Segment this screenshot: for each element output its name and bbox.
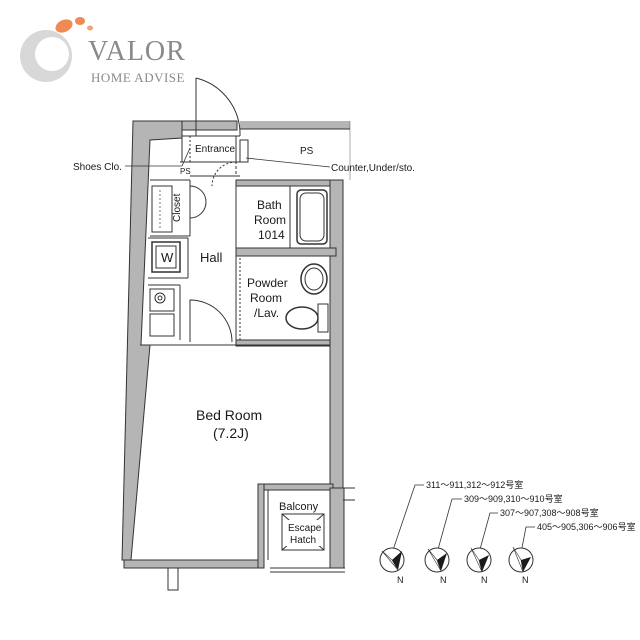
bottom-window	[167, 568, 179, 591]
hall-label: Hall	[200, 250, 223, 265]
logo-subtitle: HOME ADVISE	[91, 70, 185, 85]
bath-label-2: Room	[254, 213, 286, 227]
closet-label: Closet	[172, 193, 183, 222]
closet	[151, 185, 173, 233]
orientation-label-1: 311～911,312～912号室	[426, 479, 523, 490]
bath-label-3: 1014	[258, 228, 285, 242]
counter-label: Counter,Under/sto.	[331, 163, 415, 174]
valor-logo: VALOR HOME ADVISE	[6, 8, 196, 86]
entrance-label: Entrance	[195, 144, 235, 155]
sink	[149, 313, 175, 337]
ps-top-wall	[240, 121, 350, 129]
escape-label-1: Escape	[288, 523, 322, 534]
svg-text:N: N	[440, 575, 447, 585]
escape-label-2: Hatch	[290, 535, 316, 546]
exterior-walls	[121, 120, 345, 569]
svg-text:N: N	[481, 575, 488, 585]
logo-brand-text: VALOR	[88, 36, 186, 67]
toilet	[285, 306, 319, 330]
compass-1-icon: N	[379, 547, 405, 585]
bath-label-1: Bath	[257, 198, 282, 212]
powder-label-2: Room	[250, 291, 282, 305]
compass-3-icon: N	[466, 547, 492, 585]
svg-text:N: N	[397, 575, 404, 585]
compass-2-icon: N	[424, 547, 450, 585]
svg-text:N: N	[522, 575, 529, 585]
washer-space	[151, 241, 181, 273]
stove	[149, 288, 175, 312]
washer-label: W	[161, 250, 174, 265]
ps-small-label: PS	[180, 167, 191, 176]
shoes-closet-label: Shoes Clo.	[73, 162, 122, 173]
orientation-label-2: 309～909,310～910号室	[464, 493, 563, 504]
ps-top-label: PS	[300, 146, 314, 157]
bedroom-size-label: (7.2J)	[213, 425, 249, 441]
counter-cabinet	[239, 139, 249, 163]
powder-label-1: Powder	[247, 276, 288, 290]
toilet-tank	[317, 303, 329, 333]
bedroom-door	[189, 299, 233, 343]
bedroom-label: Bed Room	[196, 407, 262, 423]
logo-mark-icon	[20, 17, 93, 82]
leader-lines	[125, 147, 331, 168]
orientation-label-4: 405～905,306～906号室	[537, 521, 636, 532]
powder-label-3: /Lav.	[254, 306, 279, 320]
orientation-label-3: 307～907,308～908号室	[500, 507, 599, 518]
bathtub	[296, 189, 328, 245]
compass-4-icon: N	[508, 546, 534, 585]
orientation-key: 311～911,312～912号室 309～909,310～910号室 307～…	[379, 479, 636, 585]
balcony-label: Balcony	[279, 501, 319, 513]
